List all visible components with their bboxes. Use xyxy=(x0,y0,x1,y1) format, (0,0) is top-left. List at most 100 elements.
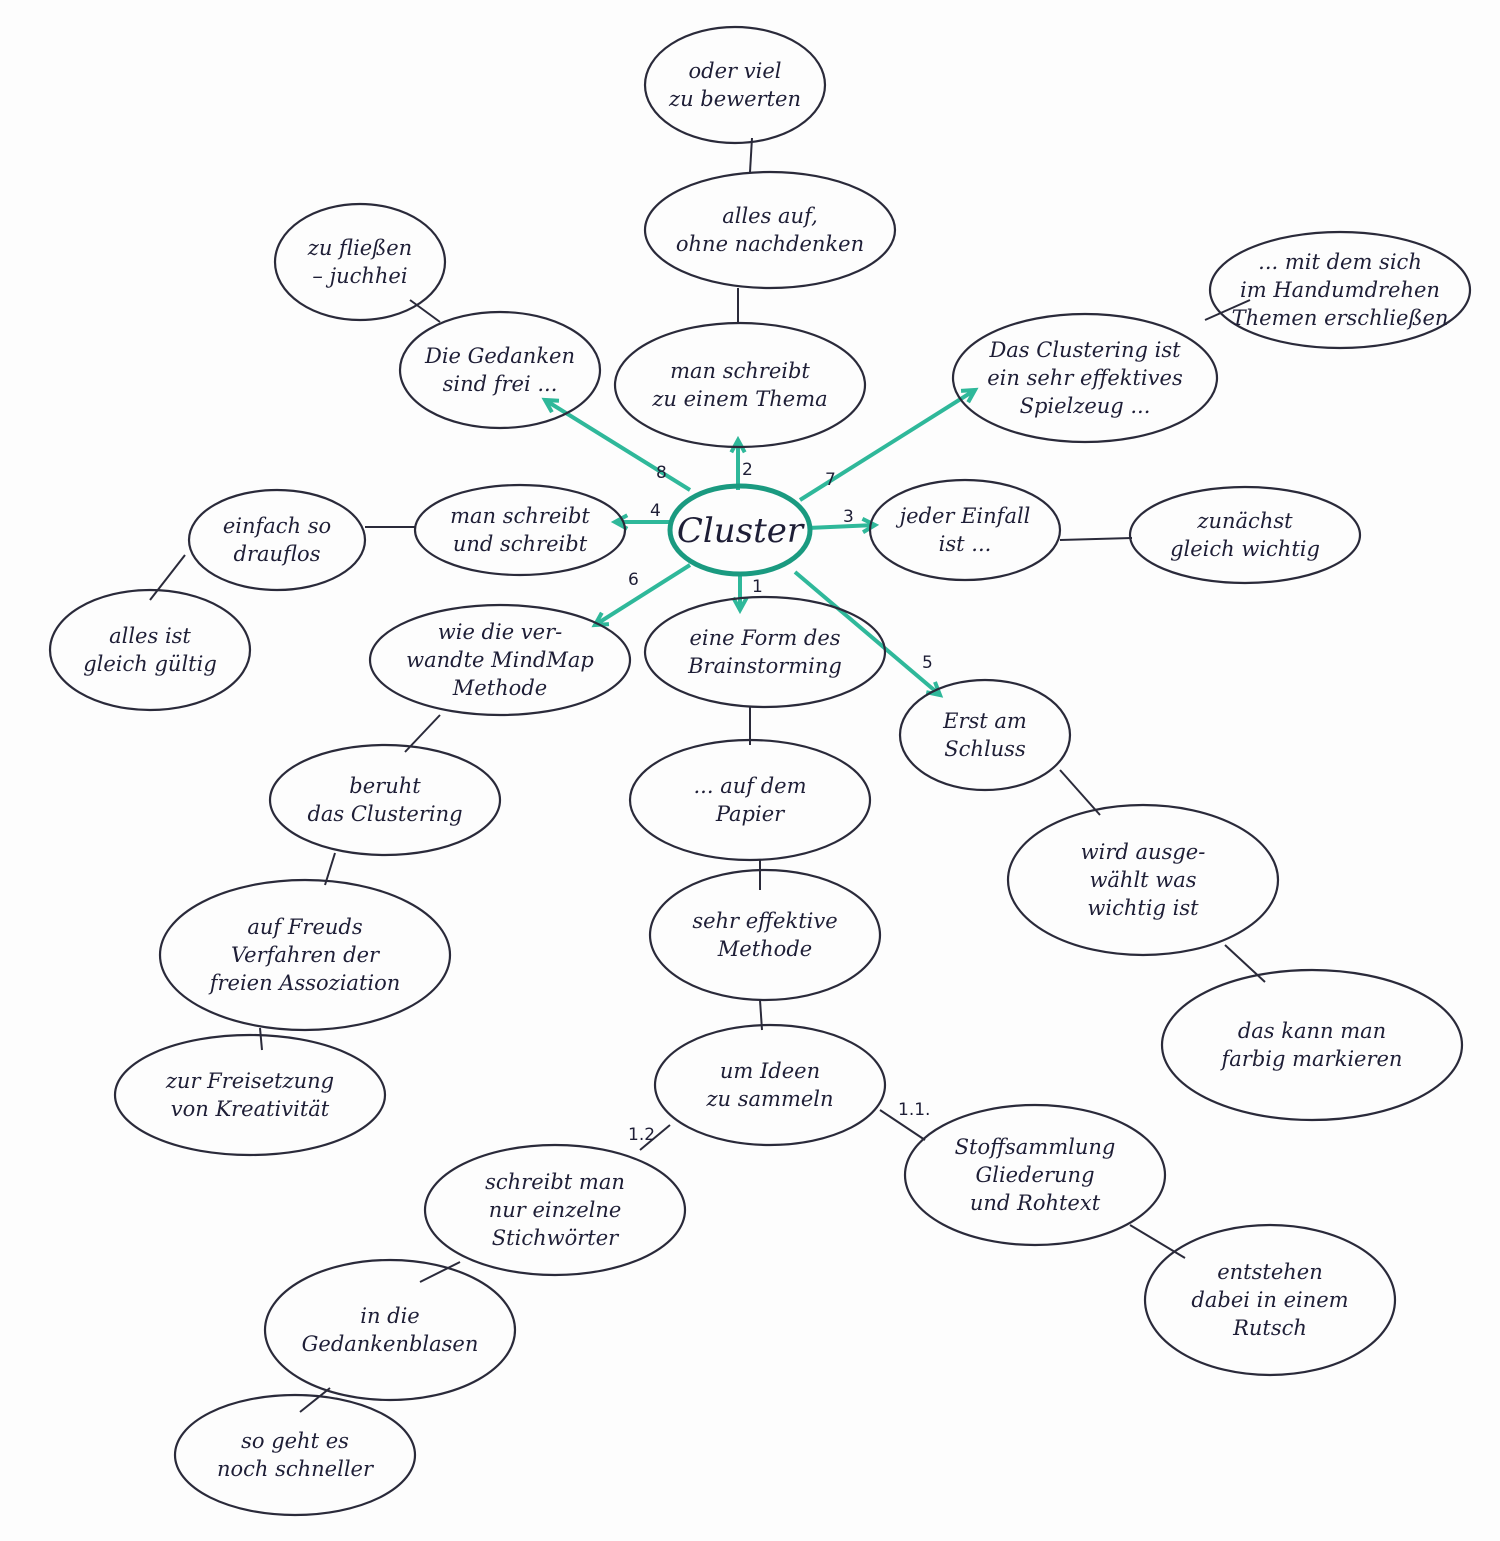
bubble-text-line: zu sammeln xyxy=(705,1087,833,1111)
connector-line xyxy=(324,852,336,886)
bubble-einfall: jeder Einfall ist ... xyxy=(868,478,1062,582)
bubble-outline xyxy=(368,603,632,717)
bubble-text-line: wird ausge- xyxy=(1081,840,1206,864)
bubble-text-line: alles auf, xyxy=(722,204,818,228)
bubble-outline xyxy=(648,868,882,1002)
arrow-5 xyxy=(793,570,942,697)
bubble-text-line: Methode xyxy=(717,937,812,961)
bubble-outline xyxy=(423,1143,687,1277)
bubble-text-line: Verfahren der xyxy=(231,943,381,967)
bubble-outline xyxy=(613,321,867,449)
bubble-text-line: ist ... xyxy=(939,532,992,556)
bubble-text-line: Papier xyxy=(715,802,786,826)
bubble-text-line: und schreibt xyxy=(453,532,588,556)
bubble-text-line: Brainstorming xyxy=(687,654,842,678)
arrow-number: 5 xyxy=(922,653,933,673)
bubble-outline xyxy=(653,1023,887,1147)
bubble-text-line: Schluss xyxy=(944,737,1026,761)
connector-line xyxy=(1224,944,1266,983)
bubble-text-line: das Clustering xyxy=(307,802,462,826)
bubble-text-line: man schreibt xyxy=(670,359,810,383)
bubble-text-line: beruht xyxy=(349,774,421,798)
bubble-text-line: nur einzelne xyxy=(489,1198,622,1222)
bubble-outline xyxy=(1208,230,1472,350)
bubble-text-line: alles ist xyxy=(109,624,191,648)
bubble-outline xyxy=(903,1103,1167,1247)
bubble-text-line: eine Form des xyxy=(689,626,840,650)
bubble-outline xyxy=(173,1393,417,1517)
bubble-outline xyxy=(628,738,872,862)
bubble-text-line: farbig markieren xyxy=(1220,1047,1403,1071)
connector-line xyxy=(299,1387,331,1413)
bubble-outline xyxy=(643,25,827,145)
center-bubble xyxy=(667,483,813,577)
bubble-text-line: entstehen xyxy=(1217,1260,1323,1284)
bubble-text-line: zunächst xyxy=(1196,509,1293,533)
connector-line xyxy=(149,554,186,601)
arrowhead-icon xyxy=(729,435,747,454)
arrow-number: 6 xyxy=(628,570,639,590)
bubble-text-line: zu fließen xyxy=(307,236,412,260)
bubble-text-line: man schreibt xyxy=(450,504,590,528)
bubble-outline xyxy=(113,1033,387,1157)
bubble-outline xyxy=(868,478,1062,582)
bubble-text-line: wie die ver- xyxy=(438,620,562,644)
bubble-outline xyxy=(187,488,367,592)
arrowhead-icon xyxy=(960,387,979,404)
bubble-outline xyxy=(158,878,452,1032)
bubble-text-line: im Handumdrehen xyxy=(1240,278,1440,302)
bubble-text-line: wandte MindMap xyxy=(406,648,594,672)
bubble-outline xyxy=(1143,1223,1397,1377)
bubble-outline xyxy=(1006,803,1280,957)
bubble-text-line: drauflos xyxy=(234,542,321,566)
bubble-text-line: gleich gültig xyxy=(83,652,217,676)
arrow-8 xyxy=(543,398,692,492)
arrowhead-icon xyxy=(731,596,749,615)
branch-number: 1.1. xyxy=(898,1100,930,1120)
center-label: Cluster xyxy=(677,511,805,551)
bubble-outline xyxy=(273,202,447,322)
bubble-text-line: ein sehr effektives xyxy=(987,366,1183,390)
arrowhead-icon xyxy=(541,397,560,414)
bubble-text-line: zu bewerten xyxy=(668,87,801,111)
arrow-number: 7 xyxy=(825,470,836,490)
bubble-ideen: um Ideen zu sammeln xyxy=(653,1023,887,1147)
bubble-outline xyxy=(48,588,252,712)
bubble-beruht: beruht das Clustering xyxy=(268,743,502,857)
bubble-text-line: schreibt man xyxy=(485,1170,625,1194)
bubble-outline xyxy=(1128,485,1362,585)
branch-number: 1.2 xyxy=(628,1125,655,1145)
bubble-schluss: Erst am Schluss xyxy=(898,678,1072,792)
bubble-text-line: noch schneller xyxy=(217,1457,375,1481)
bubble-allesauf: alles auf, ohne nachdenken xyxy=(643,170,897,290)
bubble-text-line: wichtig ist xyxy=(1087,896,1199,920)
bubble-text-line: Stoffsammlung xyxy=(955,1135,1116,1159)
arrow-7 xyxy=(798,388,977,502)
arrowhead-icon xyxy=(861,517,880,534)
bubble-outline xyxy=(643,595,887,709)
bubble-fliessen: zu fließen– juchhei xyxy=(273,202,447,322)
connector-line xyxy=(749,137,753,173)
bubble-text-line: zur Freisetzung xyxy=(165,1069,334,1093)
bubble-outline xyxy=(268,743,502,857)
bubble-text-line: Gedankenblasen xyxy=(302,1332,479,1356)
bubble-text-line: jeder Einfall xyxy=(896,504,1031,528)
bubble-text-line: ohne nachdenken xyxy=(676,232,864,256)
bubble-text-line: Erst am xyxy=(942,709,1027,733)
bubble-text-line: um Ideen xyxy=(720,1059,820,1083)
